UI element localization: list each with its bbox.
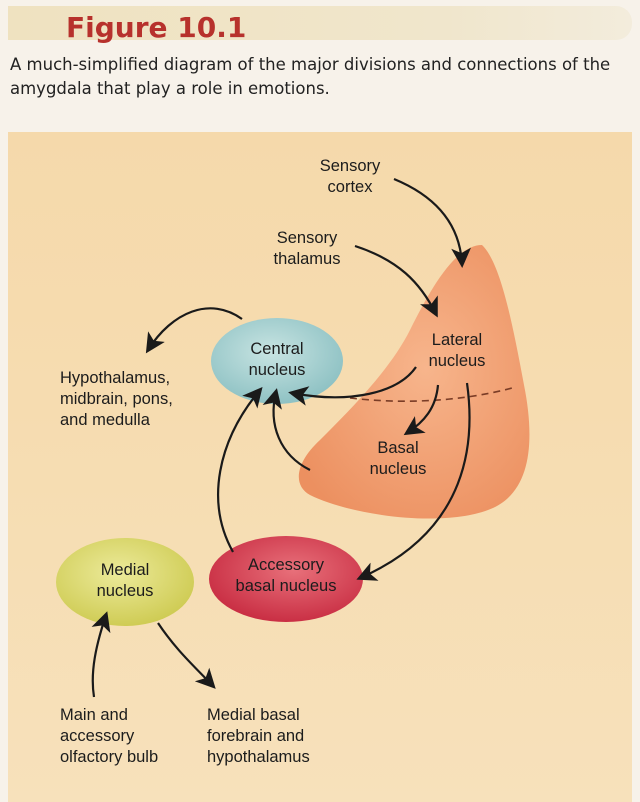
label-hypothalamus-midbrain: Hypothalamus, midbrain, pons, and medull… (60, 369, 173, 429)
arrow-central-to-hypothalamus (145, 307, 243, 354)
label-accessory-basal-nucleus: Accessory basal nucleus (235, 556, 337, 595)
accessory-basal-nucleus-shape (209, 536, 363, 622)
label-olfactory-bulb: Main and accessory olfactory bulb (60, 706, 159, 766)
label-sensory-cortex: Sensory cortex (319, 157, 381, 196)
arrow-medial-to-medial-basal (157, 622, 216, 689)
arrow-basal-to-central (262, 388, 311, 471)
label-central-nucleus: Central nucleus (248, 340, 306, 379)
central-nucleus-shape (211, 318, 343, 404)
arrow-lateral-to-basal (403, 384, 440, 436)
figure-header-bar: Figure 10.1 (8, 6, 632, 44)
label-sensory-thalamus: Sensory thalamus (273, 229, 341, 268)
figure-caption: A much-simplified diagram of the major d… (10, 55, 611, 98)
label-medial-basal-forebrain: Medial basal forebrain and hypothalamus (207, 706, 310, 766)
arrow-lateral-to-accessory-basal (356, 382, 471, 581)
arrow-olfactory-to-medial (91, 611, 111, 698)
arrow-accessory-basal-to-central (217, 386, 263, 553)
figure-title: Figure 10.1 (66, 11, 247, 44)
lateral-basal-divider (349, 387, 513, 402)
label-basal-nucleus: Basal nucleus (369, 439, 427, 478)
label-medial-nucleus: Medial nucleus (96, 561, 154, 600)
label-lateral-nucleus: Lateral nucleus (428, 331, 486, 370)
lateral-basal-region (298, 245, 530, 519)
arrow-lateral-to-central (288, 366, 417, 406)
medial-nucleus-shape (56, 538, 194, 626)
arrow-sensory-cortex-to-lateral (393, 177, 471, 268)
arrow-sensory-thalamus-to-lateral (354, 244, 438, 318)
